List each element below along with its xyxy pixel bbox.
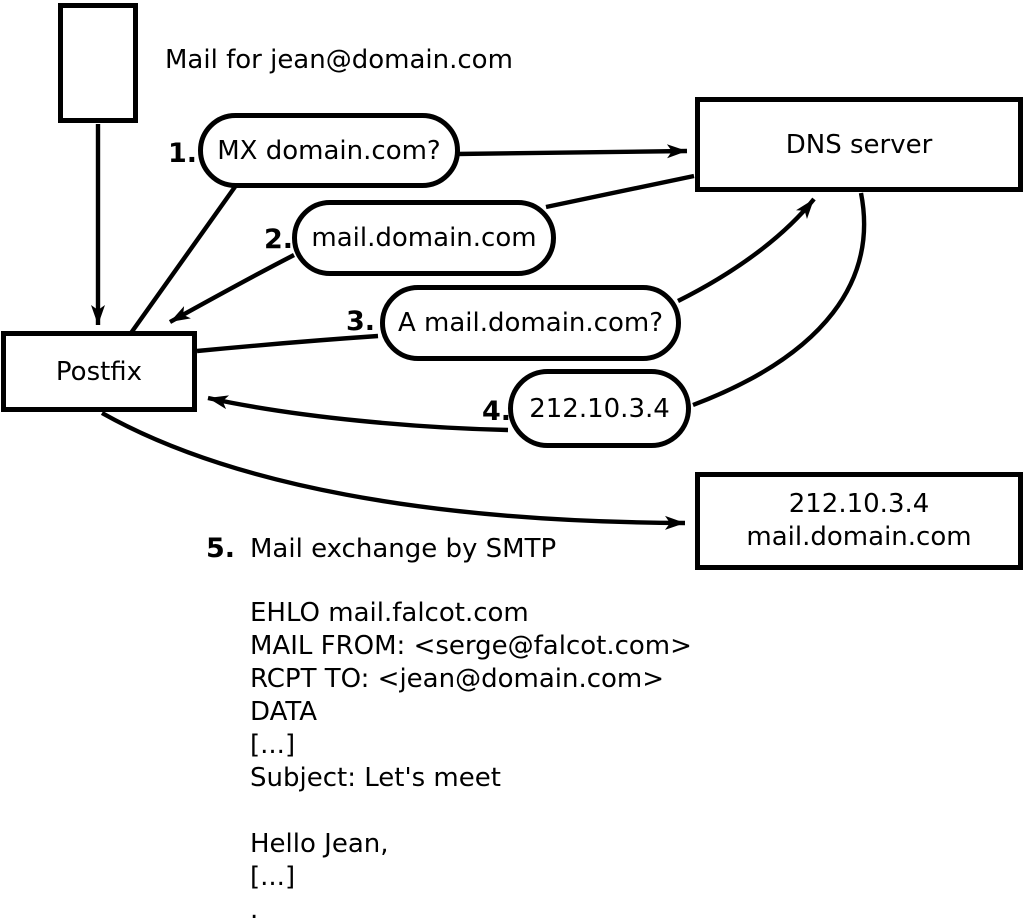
line-dns-to-answer4	[692, 192, 867, 408]
line-postfix-to-query1	[129, 182, 239, 335]
step-5-number: 5.	[206, 533, 236, 564]
line-postfix-to-query3	[196, 333, 379, 354]
step-3-query-label: A mail.domain.com?	[398, 308, 663, 338]
step-3-number: 3.	[346, 306, 376, 337]
postfix-label: Postfix	[55, 356, 143, 387]
destination-ip-label: 212.10.3.4	[788, 489, 930, 519]
postfix-node: Postfix	[1, 331, 197, 412]
step-4-number: 4.	[482, 396, 512, 427]
smtp-line: Subject: Let's meet	[250, 763, 501, 793]
arrow-answer4-to-postfix	[207, 395, 509, 433]
smtp-line: [...]	[250, 730, 296, 760]
arrow-answer2-to-postfix	[168, 253, 296, 324]
step-4-answer-label: 212.10.3.4	[529, 393, 670, 424]
smtp-line: RCPT TO: <jean@domain.com>	[250, 664, 665, 694]
line-dns-to-answer2	[545, 173, 695, 210]
mail-envelope-node	[58, 3, 138, 123]
destination-mailserver-node: 212.10.3.4 mail.domain.com	[695, 472, 1023, 570]
smtp-line: [...]	[250, 862, 296, 892]
arrow-query1-to-dns	[455, 144, 688, 159]
step-1-number: 1.	[168, 138, 198, 169]
smtp-line: EHLO mail.falcot.com	[250, 598, 529, 628]
step-5-label: Mail exchange by SMTP	[250, 534, 557, 564]
mail-note-label: Mail for jean@domain.com	[165, 45, 513, 75]
destination-hostname-label: mail.domain.com	[746, 522, 972, 552]
step-2-number: 2.	[264, 224, 294, 255]
step-3-query-pill: A mail.domain.com?	[380, 285, 681, 361]
step-4-answer-pill: 212.10.3.4	[508, 369, 691, 448]
step-1-query-label: MX domain.com?	[217, 135, 441, 166]
smtp-line: MAIL FROM: <serge@falcot.com>	[250, 631, 692, 661]
smtp-line: DATA	[250, 697, 317, 727]
arrow-query3-to-dns	[677, 197, 816, 303]
dns-server-node: DNS server	[695, 97, 1023, 192]
smtp-session-transcript: EHLO mail.falcot.com MAIL FROM: <serge@f…	[250, 597, 692, 919]
step-1-query-pill: MX domain.com?	[198, 113, 460, 188]
arrow-postfix-to-mailserver-smtp	[100, 411, 686, 530]
smtp-line: Hello Jean,	[250, 829, 389, 859]
dns-server-label: DNS server	[785, 129, 933, 160]
smtp-line: .	[250, 895, 259, 919]
step-2-answer-pill: mail.domain.com	[292, 200, 556, 276]
smtp-line	[250, 795, 692, 828]
step-2-answer-label: mail.domain.com	[311, 223, 537, 253]
